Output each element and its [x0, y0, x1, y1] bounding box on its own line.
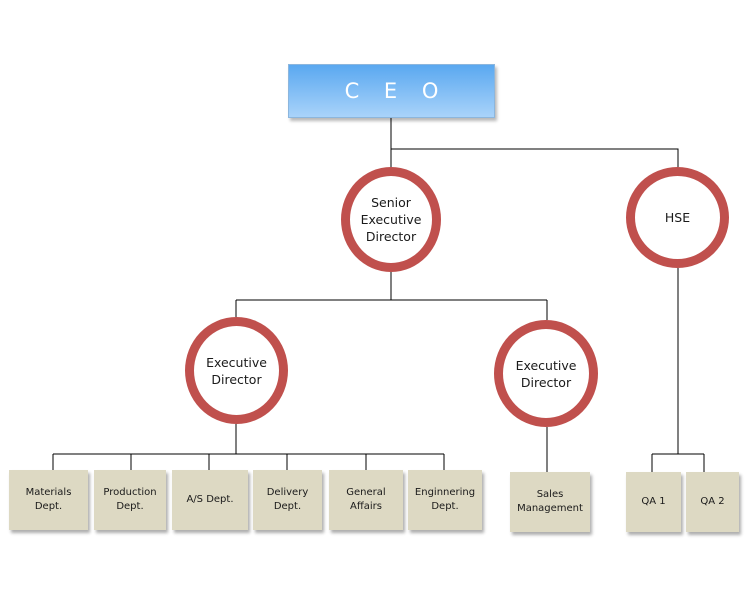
qa2-box: QA 2 [686, 472, 739, 532]
exec-left-connector [52, 424, 445, 470]
dept-box-delivery: Delivery Dept. [253, 470, 322, 530]
hse-connector [651, 268, 705, 472]
dept-label: Enginnering Dept. [414, 487, 476, 512]
senior-executive-director-node: Senior Executive Director [341, 167, 441, 272]
dept-box-production: Production Dept. [94, 470, 166, 530]
dept-label: General Affairs [346, 487, 386, 512]
sales-label: Sales Management [517, 489, 583, 514]
dept-label: Production Dept. [103, 487, 157, 512]
executive-director-right-node: Executive Director [494, 320, 598, 427]
senior-connector [235, 272, 548, 320]
dept-box-general-affairs: General Affairs [329, 470, 403, 530]
qa1-label: QA 1 [641, 496, 666, 507]
senior-executive-director-label: Senior Executive Director [360, 195, 422, 244]
ceo-connector [390, 118, 679, 167]
executive-director-left-node: Executive Director [185, 317, 288, 424]
ceo-label: C E O [344, 79, 448, 103]
dept-box-materials: Materials Dept. [9, 470, 88, 530]
qa1-box: QA 1 [626, 472, 681, 532]
executive-director-left-label: Executive Director [206, 354, 267, 387]
executive-director-right-label: Executive Director [515, 357, 577, 390]
ceo-box: C E O [288, 64, 495, 118]
dept-label: Delivery Dept. [266, 487, 309, 512]
dept-label: Materials Dept. [25, 487, 72, 512]
hse-label: HSE [664, 210, 691, 225]
hse-node: HSE [626, 167, 729, 268]
qa2-label: QA 2 [700, 496, 725, 507]
dept-box-engineering: Enginnering Dept. [408, 470, 482, 530]
dept-box-as: A/S Dept. [172, 470, 248, 530]
sales-management-box: Sales Management [510, 472, 590, 532]
dept-label: A/S Dept. [186, 494, 234, 505]
